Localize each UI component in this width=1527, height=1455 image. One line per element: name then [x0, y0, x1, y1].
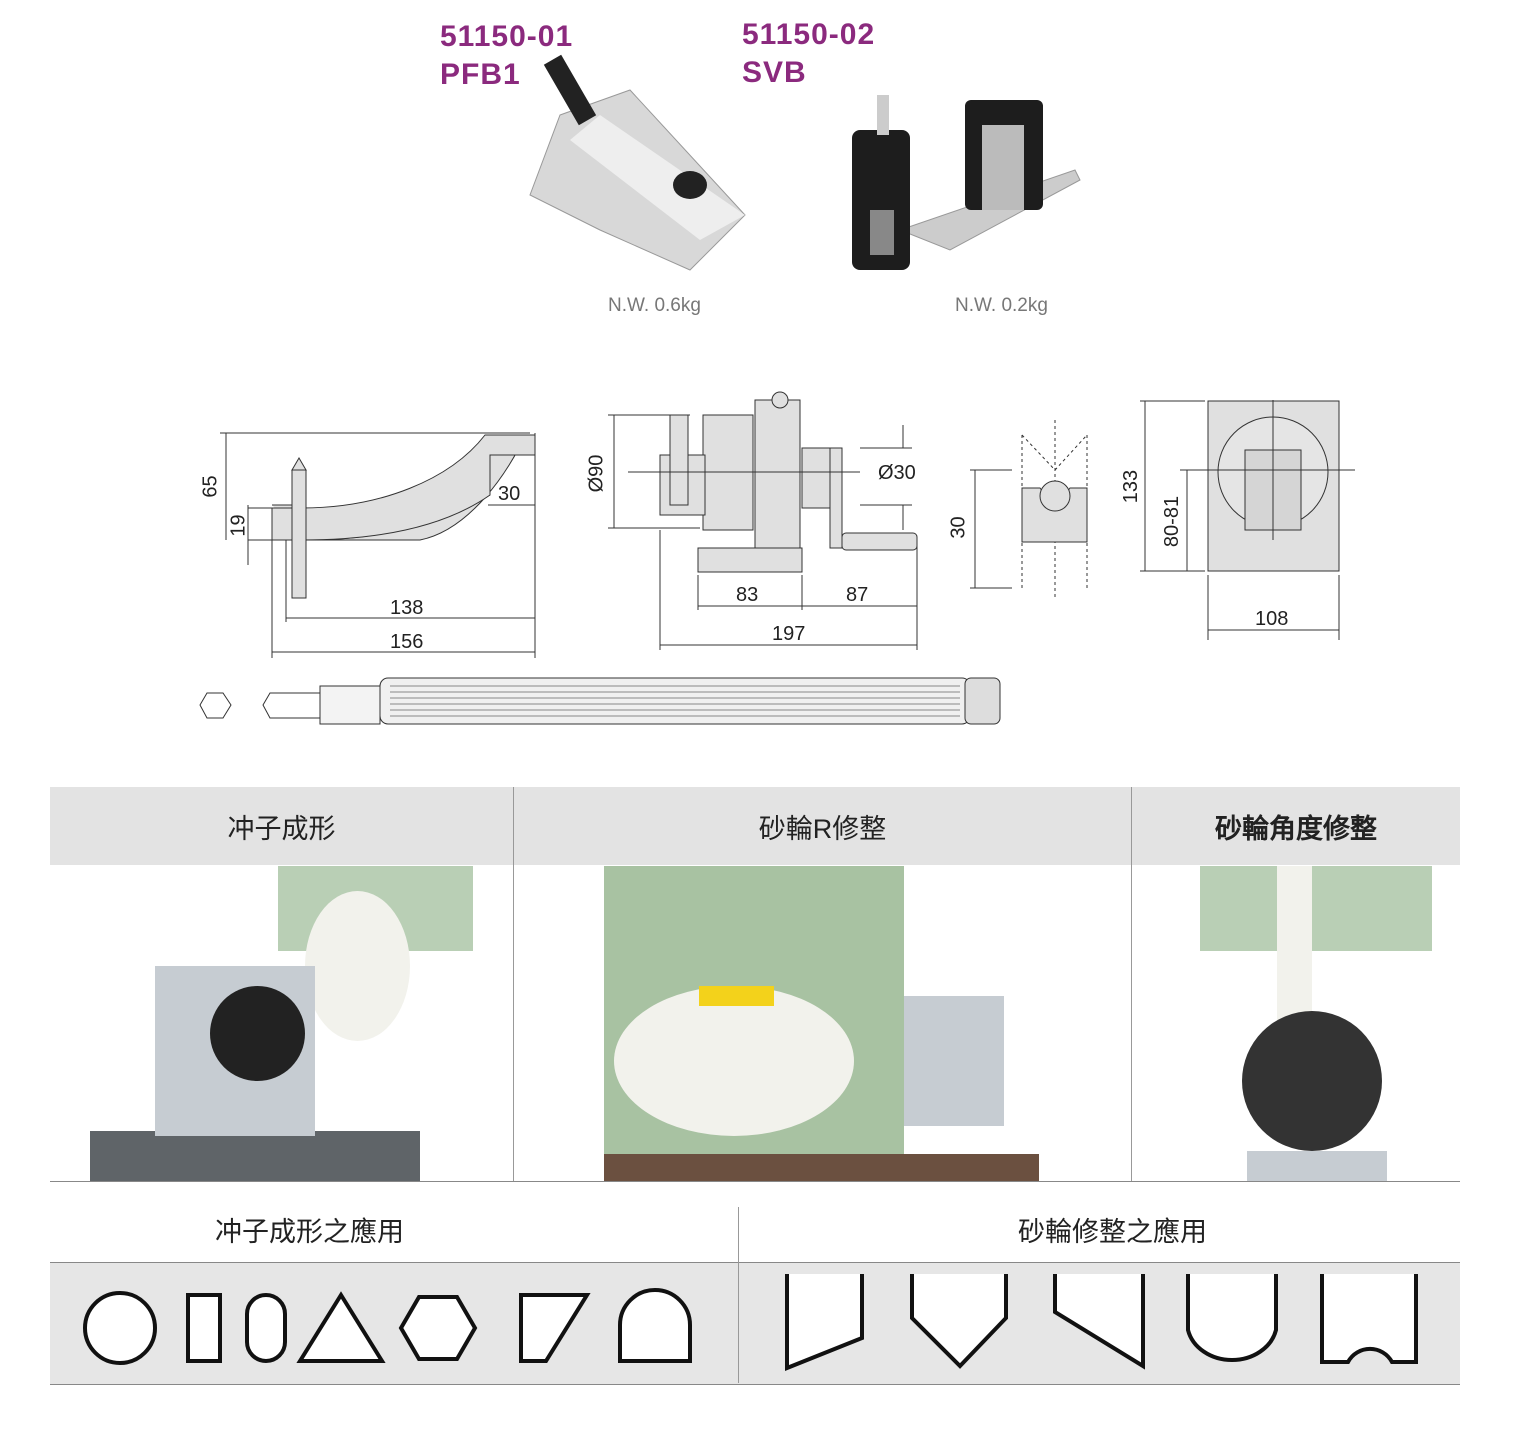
head-drawing — [608, 391, 918, 650]
product-2-weight: N.W. 0.2kg — [955, 295, 1048, 316]
dim-arm-inner: 138 — [390, 597, 424, 619]
product-2-code: 51150-02 — [742, 18, 876, 51]
profile-concave-r — [1320, 1274, 1418, 1364]
dim-head-left: 83 — [736, 584, 759, 606]
crank-handle-drawing — [199, 677, 1001, 725]
shape-circle — [83, 1291, 157, 1365]
shape-trapezoid — [519, 1293, 591, 1363]
profile-v-point — [910, 1274, 1008, 1369]
dim-head-shaft: Ø30 — [878, 462, 916, 484]
arm-drawing — [220, 432, 536, 658]
dim-arm-total: 156 — [390, 631, 424, 653]
photo-wheel-r-dressing — [514, 866, 1131, 1181]
wheel-applications-title: 砂輪修整之應用 — [1018, 1217, 1207, 1247]
vblock-drawing — [970, 420, 1088, 600]
dim-arm-end: 30 — [498, 483, 521, 505]
shape-arch — [618, 1288, 692, 1363]
punch-applications-title: 冲子成形之應用 — [215, 1217, 404, 1247]
product-1-weight: N.W. 0.6kg — [608, 295, 701, 316]
profile-bevel — [1053, 1274, 1145, 1370]
product-2-label: 51150-02 SVB — [742, 16, 875, 92]
shape-rectangle — [186, 1293, 222, 1363]
profile-angled — [785, 1274, 864, 1371]
svb-photo — [852, 95, 1081, 270]
product-2-name: SVB — [742, 56, 807, 89]
dim-head-right: 87 — [846, 584, 869, 606]
profile-round — [1186, 1274, 1278, 1363]
dim-front-width: 108 — [1255, 608, 1289, 630]
header-wheel-r-dressing: 砂輪R修整 — [514, 787, 1131, 865]
product-1-code: 51150-01 — [440, 20, 574, 53]
shape-triangle — [296, 1291, 386, 1363]
front-drawing — [1140, 400, 1355, 640]
dim-head-total: 197 — [772, 623, 806, 645]
shape-slot — [245, 1293, 287, 1363]
product-photos — [529, 54, 1081, 271]
technical-drawings — [199, 391, 1355, 725]
photo-wheel-angle-dressing — [1132, 866, 1460, 1181]
header-wheel-angle-dressing: 砂輪角度修整 — [1132, 787, 1460, 865]
photo-punch-forming — [50, 866, 513, 1181]
pfb1-photo — [529, 54, 746, 271]
product-1-label: 51150-01 PFB1 — [440, 18, 573, 94]
product-1-name: PFB1 — [440, 58, 521, 91]
header-punch-forming: 冲子成形 — [50, 787, 513, 865]
shape-hexagon — [398, 1295, 478, 1361]
